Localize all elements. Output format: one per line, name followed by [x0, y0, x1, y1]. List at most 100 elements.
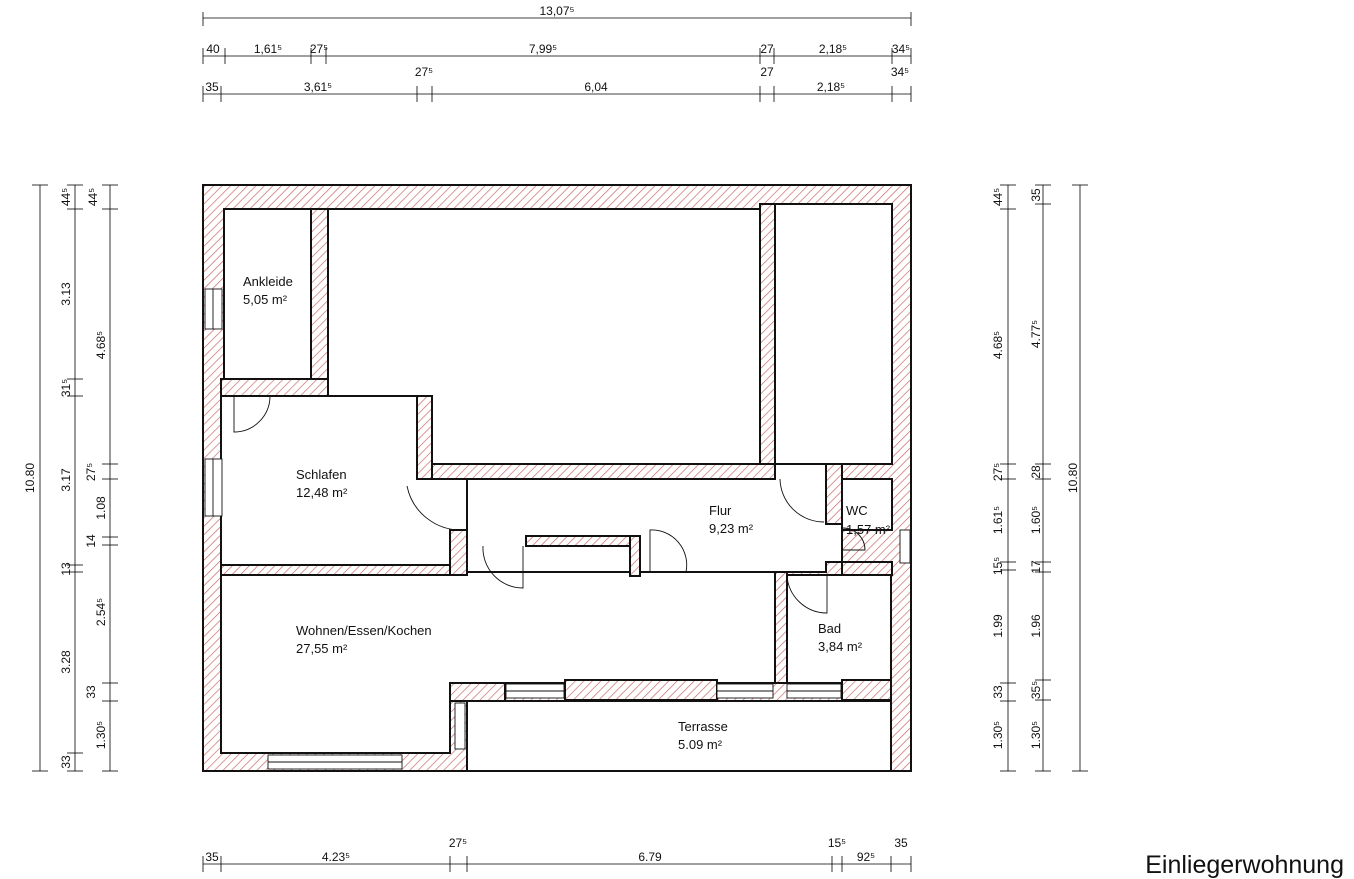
- label-flur-area: 9,23 m²: [709, 521, 754, 536]
- dim-top2-e: 27: [760, 65, 774, 79]
- label-wc-name: WC: [846, 503, 868, 518]
- room-right-upper: [774, 203, 893, 465]
- dim-left2-h: 1.30⁵: [94, 721, 108, 749]
- wall-block: [449, 529, 468, 576]
- dim-left1-b: 3.13: [59, 282, 73, 306]
- dim-top2-a: 35: [205, 80, 219, 94]
- wall-block: [525, 535, 637, 547]
- door-swing: [482, 545, 524, 589]
- dim-right2-g: 35⁵: [1029, 681, 1043, 699]
- window: [204, 458, 223, 517]
- dim-top2-d: 6,04: [584, 80, 608, 94]
- dim-right2-h: 1.30⁵: [1029, 721, 1043, 749]
- wall-block: [220, 564, 468, 576]
- dim-bottom-c: 27⁵: [449, 836, 467, 850]
- room-labels: Ankleide 5,05 m² Schlafen 12,48 m² Flur …: [243, 274, 891, 752]
- label-bad-area: 3,84 m²: [818, 639, 863, 654]
- dim-top1-e: 27: [760, 42, 774, 56]
- wall-block: [759, 203, 776, 465]
- door-swing: [779, 478, 825, 523]
- door-swing: [842, 527, 866, 551]
- room-wc: [841, 478, 893, 531]
- dim-right1-e: 15⁵: [991, 557, 1005, 575]
- dim-right1-h: 1.30⁵: [991, 721, 1005, 749]
- plan-title: Einliegerwohnung: [1145, 851, 1344, 879]
- window: [454, 702, 466, 750]
- window: [204, 288, 223, 330]
- dim-left1-e: 13: [59, 562, 73, 576]
- dim-top2-f: 2,18⁵: [817, 80, 845, 94]
- wall-block: [774, 571, 788, 684]
- dim-bottom-e: 15⁵: [828, 836, 846, 850]
- dim-left2-e: 14: [84, 534, 98, 548]
- label-schlafen-area: 12,48 m²: [296, 485, 348, 500]
- wall-block: [841, 561, 893, 576]
- dim-left2-b: 4.68⁵: [94, 331, 108, 359]
- room-bad: [786, 574, 892, 684]
- dim-top1-b: 1,61⁵: [254, 42, 282, 56]
- wall-block: [825, 463, 843, 525]
- dim-top1-c: 27⁵: [310, 42, 328, 56]
- dim-right1-b: 4.68⁵: [991, 331, 1005, 359]
- dim-left2-c: 27⁵: [84, 463, 98, 481]
- label-terrasse-name: Terrasse: [678, 719, 728, 734]
- label-schlafen-name: Schlafen: [296, 467, 347, 482]
- label-flur-name: Flur: [709, 503, 732, 518]
- label-ankleide-area: 5,05 m²: [243, 292, 288, 307]
- label-ankleide-name: Ankleide: [243, 274, 293, 289]
- dim-left2-g: 33: [84, 685, 98, 699]
- dim-right2-c: 28: [1029, 465, 1043, 479]
- wall-block: [220, 378, 329, 397]
- dim-bottom-b: 4.23⁵: [322, 850, 350, 864]
- dim-right2-a: 35: [1029, 188, 1043, 202]
- label-bad-name: Bad: [818, 621, 841, 636]
- left-dimensions: 10.80 44⁵ 3.13 31⁵ 3.17 13 3.28 33 44⁵ 4…: [23, 184, 118, 772]
- building: [202, 184, 912, 772]
- dim-left1-g: 33: [59, 755, 73, 769]
- dim-left2-a: 44⁵: [86, 188, 100, 206]
- dim-top1-g: 34⁵: [892, 42, 910, 56]
- dim-top1-d: 7,99⁵: [529, 42, 557, 56]
- label-terrasse-area: 5.09 m²: [678, 737, 723, 752]
- dim-right1-f: 1.99: [991, 614, 1005, 638]
- wall-block: [564, 679, 718, 701]
- wall-block: [449, 682, 506, 702]
- wall-block: [416, 395, 433, 480]
- dim-top2-g: 34⁵: [891, 65, 909, 79]
- dim-right1-a: 44⁵: [991, 188, 1005, 206]
- dim-right1-c: 27⁵: [991, 463, 1005, 481]
- room-terrasse: [466, 700, 892, 772]
- bottom-dimensions: 35 4.23⁵ 27⁵ 6.79 15⁵ 92⁵ 35: [202, 836, 912, 872]
- door-swing: [233, 395, 271, 433]
- dim-bottom-d: 6.79: [638, 850, 662, 864]
- wall-block: [841, 679, 892, 701]
- dim-bottom-f: 92⁵: [857, 850, 875, 864]
- dim-left1-c: 31⁵: [59, 379, 73, 397]
- dim-top2-b: 3,61⁵: [304, 80, 332, 94]
- label-wohnen-area: 27,55 m²: [296, 641, 348, 656]
- dim-left1-d: 3.17: [59, 468, 73, 492]
- dim-left2-f: 2.54⁵: [94, 598, 108, 626]
- door-swing: [649, 529, 688, 573]
- window: [899, 529, 911, 564]
- dim-right2-e: 17: [1029, 560, 1043, 574]
- dim-right2-d: 1.60⁵: [1029, 506, 1043, 534]
- door-swing: [786, 574, 828, 614]
- dim-left1-f: 3.28: [59, 650, 73, 674]
- wall-block: [629, 535, 641, 577]
- dim-top2-c: 27⁵: [415, 65, 433, 79]
- dim-top1-f: 2,18⁵: [819, 42, 847, 56]
- dim-top-total: 13,07⁵: [539, 4, 574, 18]
- dim-right2-f: 1.96: [1029, 614, 1043, 638]
- door-swing: [406, 485, 463, 531]
- dim-left1-a: 44⁵: [59, 188, 73, 206]
- dim-right1-d: 1.61⁵: [991, 506, 1005, 534]
- dim-top1-a: 40: [206, 42, 220, 56]
- label-wc-area: 1,57 m²: [846, 522, 891, 537]
- dim-right-total: 10.80: [1066, 463, 1080, 493]
- dim-bottom-a: 35: [205, 850, 219, 864]
- dim-left2-d: 1.08: [94, 496, 108, 520]
- label-wohnen-name: Wohnen/Essen/Kochen: [296, 623, 432, 638]
- top-dimensions: 13,07⁵ 40 1,61⁵ 27⁵ 7,99⁵ 27 2,18⁵ 34⁵ 3…: [202, 4, 912, 102]
